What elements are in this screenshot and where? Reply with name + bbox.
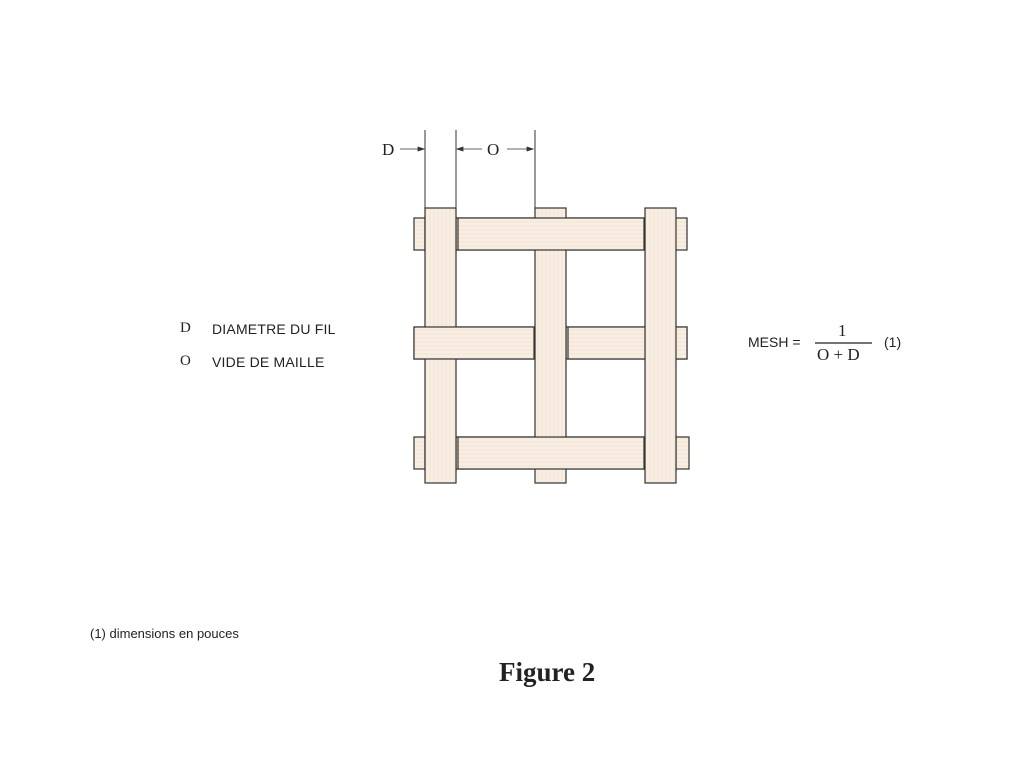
legend-key-d: D [180,320,191,336]
dimension-label-o: O [487,140,499,159]
legend-text-d: DIAMETRE DU FIL [212,321,336,337]
footnote: (1) dimensions en pouces [90,626,239,641]
figure-caption: Figure 2 [499,657,596,687]
formula-numerator: 1 [838,321,847,340]
legend-key-o: O [180,353,191,369]
formula-note: (1) [884,334,902,350]
dimension-arrows [400,146,535,152]
formula-denominator: O + D [817,345,860,364]
dimension-label-d: D [382,140,394,159]
legend-text-o: VIDE DE MAILLE [212,354,325,370]
formula-lhs: MESH = [748,334,801,350]
extension-lines [424,130,536,215]
